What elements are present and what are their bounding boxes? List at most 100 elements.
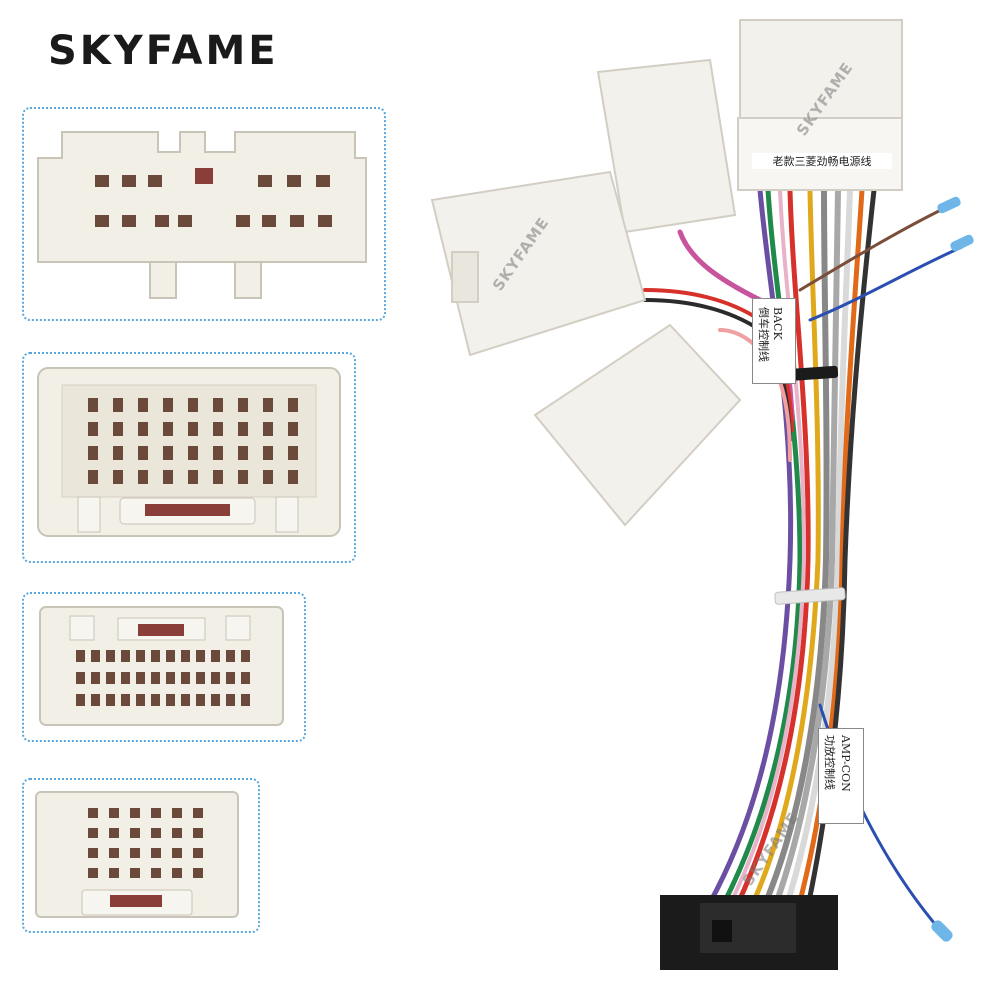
pin	[226, 694, 235, 706]
pin	[163, 422, 173, 436]
amp-wire-label: AMP-CON 功放控制线	[818, 728, 864, 824]
pin	[113, 422, 123, 436]
pin	[238, 446, 248, 460]
pin	[88, 446, 98, 460]
connector-panel-1	[22, 107, 386, 321]
pin	[151, 868, 161, 878]
pin	[213, 470, 223, 484]
pin	[193, 808, 203, 818]
pin	[138, 446, 148, 460]
pin	[88, 828, 98, 838]
pin	[241, 694, 250, 706]
pin	[213, 398, 223, 412]
pin	[151, 848, 161, 858]
wire-bundle	[643, 187, 964, 932]
amp-label-cn: 功放控制线	[823, 735, 836, 790]
pin	[130, 868, 140, 878]
pin	[181, 650, 190, 662]
connector-face-4	[35, 791, 239, 918]
pin	[211, 650, 220, 662]
connector-panel-3	[22, 592, 306, 742]
back-wire-label: BACK 倒车控制线	[752, 298, 796, 384]
pin	[193, 828, 203, 838]
pin	[109, 848, 119, 858]
pin	[88, 470, 98, 484]
pin	[263, 446, 273, 460]
amp-label-en: AMP-CON	[839, 735, 852, 792]
pin	[211, 672, 220, 684]
pin	[238, 422, 248, 436]
connector-panel-2	[22, 352, 356, 563]
pin	[172, 828, 182, 838]
pin	[88, 868, 98, 878]
back-label-en: BACK	[771, 307, 784, 340]
connector-panel-4	[22, 778, 260, 933]
pin	[172, 868, 182, 878]
pin	[136, 694, 145, 706]
pin	[163, 398, 173, 412]
pin	[109, 868, 119, 878]
pin	[263, 398, 273, 412]
pin	[76, 672, 85, 684]
connector-face-3	[39, 606, 284, 726]
pin	[241, 650, 250, 662]
pin	[193, 848, 203, 858]
pin	[106, 672, 115, 684]
pin	[188, 470, 198, 484]
pin	[196, 672, 205, 684]
pin	[106, 650, 115, 662]
pin	[288, 422, 298, 436]
pin	[166, 650, 175, 662]
pin	[130, 808, 140, 818]
pin	[288, 470, 298, 484]
pin	[121, 650, 130, 662]
pin	[138, 422, 148, 436]
pin	[188, 398, 198, 412]
pin	[91, 650, 100, 662]
pin	[238, 470, 248, 484]
pin	[213, 422, 223, 436]
pin	[136, 650, 145, 662]
pin	[138, 470, 148, 484]
pin	[109, 828, 119, 838]
black-plug	[660, 895, 838, 970]
pin	[288, 398, 298, 412]
pin	[138, 398, 148, 412]
pin	[241, 672, 250, 684]
pin	[106, 694, 115, 706]
white-connectors	[430, 19, 903, 527]
pin	[226, 672, 235, 684]
pin	[163, 446, 173, 460]
pin	[136, 672, 145, 684]
pin	[226, 650, 235, 662]
pin	[172, 848, 182, 858]
pin	[88, 422, 98, 436]
pin	[91, 672, 100, 684]
pin	[263, 422, 273, 436]
pin	[121, 672, 130, 684]
brand-logo: SKYFAME	[48, 28, 279, 74]
power-harness-label: 老款三菱劲畅电源线	[752, 153, 892, 169]
pin	[109, 808, 119, 818]
pin	[76, 694, 85, 706]
pin	[188, 422, 198, 436]
pin	[188, 446, 198, 460]
pin	[151, 694, 160, 706]
pin	[130, 828, 140, 838]
pin	[113, 470, 123, 484]
pin	[88, 398, 98, 412]
pin	[113, 446, 123, 460]
pin	[166, 672, 175, 684]
pin	[196, 650, 205, 662]
pin	[163, 470, 173, 484]
connector-face-2	[37, 367, 341, 537]
pin	[121, 694, 130, 706]
pin	[181, 694, 190, 706]
connector-face-1	[37, 131, 367, 299]
pin	[88, 808, 98, 818]
pin	[288, 446, 298, 460]
pin	[211, 694, 220, 706]
back-label-cn: 倒车控制线	[757, 307, 770, 362]
pin	[151, 672, 160, 684]
